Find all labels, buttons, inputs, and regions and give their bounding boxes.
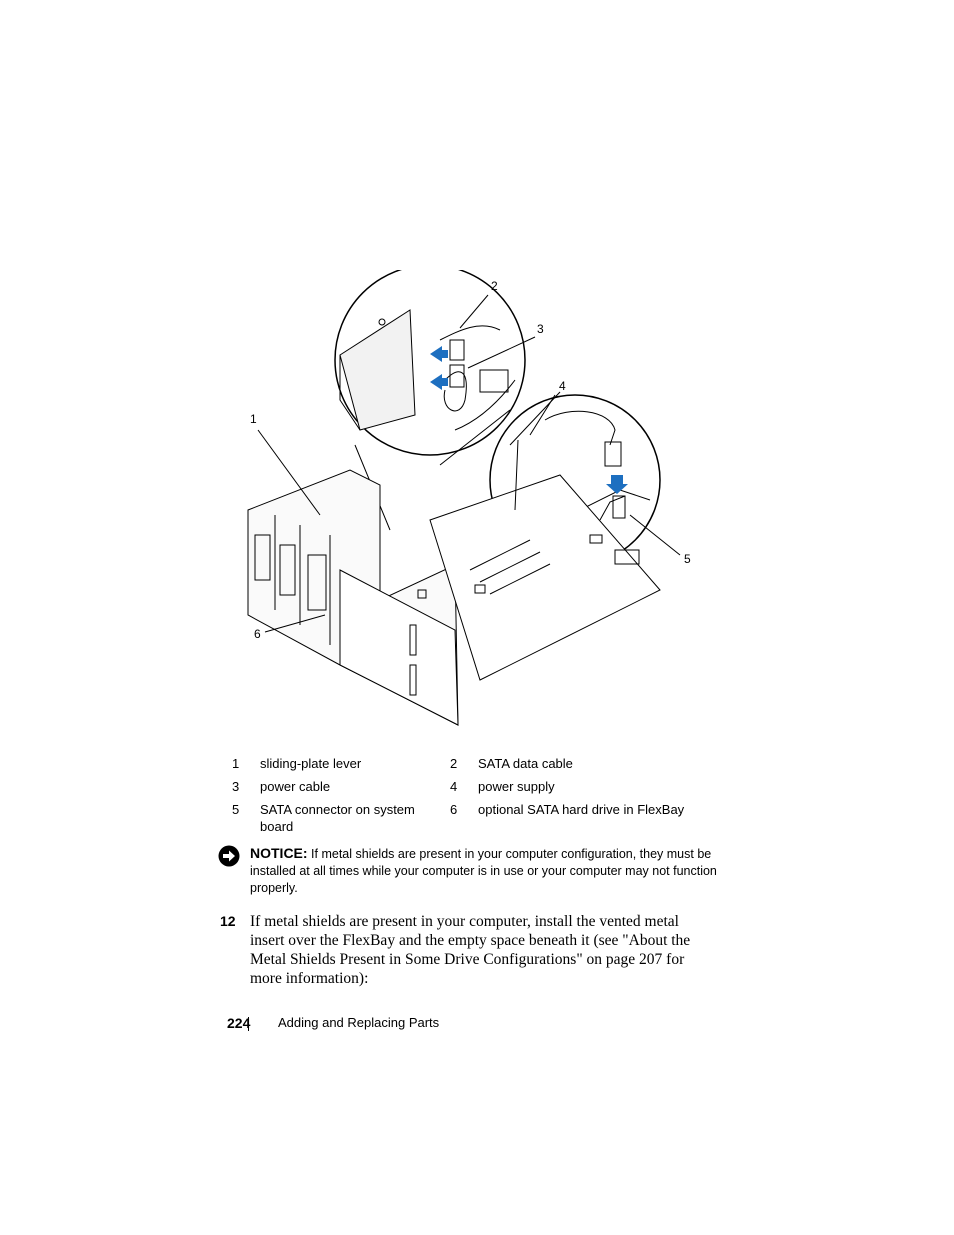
legend-description: optional SATA hard drive in FlexBay bbox=[478, 802, 685, 817]
legend-row: 1 sliding-plate lever 2 SATA data cable bbox=[232, 755, 722, 772]
legend-number: 6 bbox=[450, 802, 458, 817]
legend-description: sliding-plate lever bbox=[260, 756, 362, 771]
step-number: 12 bbox=[220, 913, 236, 929]
step-12: 12 If metal shields are present in your … bbox=[220, 912, 710, 988]
legend-description: SATA connector on system board bbox=[260, 802, 415, 834]
figure-legend: 1 sliding-plate lever 2 SATA data cable … bbox=[232, 755, 722, 841]
callout-3: 3 bbox=[537, 322, 544, 336]
callout-4: 4 bbox=[559, 379, 566, 393]
notice-text: If metal shields are present in your com… bbox=[250, 847, 717, 895]
legend-row: 5 SATA connector on system board 6 optio… bbox=[232, 801, 722, 835]
legend-number: 2 bbox=[450, 756, 458, 771]
computer-illustration: 1 2 3 4 5 6 bbox=[247, 270, 691, 726]
insertion-arrows bbox=[430, 346, 628, 494]
legend-description: power cable bbox=[260, 779, 331, 794]
legend-number: 4 bbox=[450, 779, 458, 794]
callout-6: 6 bbox=[254, 627, 261, 641]
legend-description: SATA data cable bbox=[478, 756, 573, 771]
system-board bbox=[429, 474, 661, 681]
footer-divider bbox=[248, 1017, 249, 1031]
legend-number: 1 bbox=[232, 756, 240, 771]
callout-1: 1 bbox=[250, 412, 257, 426]
notice-icon bbox=[218, 845, 240, 867]
callout-2: 2 bbox=[491, 279, 498, 293]
step-text: If metal shields are present in your com… bbox=[250, 913, 691, 987]
legend-row: 3 power cable 4 power supply bbox=[232, 778, 722, 795]
callout-5: 5 bbox=[684, 552, 691, 566]
footer-section-title: Adding and Replacing Parts bbox=[278, 1015, 440, 1030]
notice-heading: NOTICE: bbox=[250, 845, 308, 861]
legend-number: 5 bbox=[232, 802, 240, 817]
legend-description: power supply bbox=[478, 779, 555, 794]
page-number: 224 bbox=[227, 1015, 251, 1031]
legend-number: 3 bbox=[232, 779, 240, 794]
notice-block: NOTICE: If metal shields are present in … bbox=[218, 845, 718, 897]
